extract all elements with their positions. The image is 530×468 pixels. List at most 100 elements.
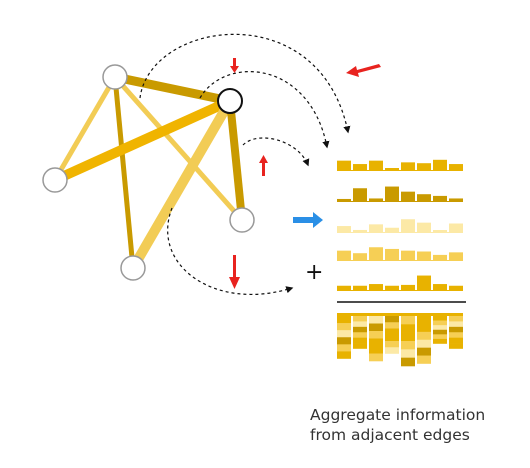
feature-row-edge-c <box>337 219 463 233</box>
aggregate-segment <box>417 339 431 348</box>
aggregate-column <box>353 316 367 349</box>
node-left <box>42 167 68 193</box>
red-arrow-top <box>230 58 239 73</box>
aggregate-column <box>337 316 351 359</box>
feature-row-edge-e <box>337 275 463 291</box>
aggregate-segment <box>417 331 431 341</box>
node-center-focus <box>217 88 243 114</box>
aggregate-segment <box>401 324 415 333</box>
aggregate-column <box>369 316 383 362</box>
feature-row-edge-b <box>337 186 463 202</box>
feature-bar <box>369 224 383 232</box>
caption-line-1: Aggregate information <box>310 406 486 424</box>
aggregate-segment <box>385 334 399 342</box>
aggregate-segment <box>449 332 463 338</box>
arc-from-top-left-edge <box>139 33 351 134</box>
edge-top-left-to-center <box>114 72 231 106</box>
aggregate-column <box>385 316 399 354</box>
feature-bar <box>337 226 351 232</box>
feature-bar <box>433 254 447 260</box>
aggregate-segment <box>401 316 415 325</box>
red-arrow-lower <box>229 255 240 289</box>
feature-bar <box>449 164 463 170</box>
arc-from-right-edge <box>242 137 310 167</box>
feature-bar <box>433 230 447 232</box>
red-arrow-upper-right <box>346 64 381 77</box>
feature-bar <box>417 251 431 260</box>
aggregate-segment <box>401 341 415 350</box>
aggregate-segment <box>369 323 383 332</box>
feature-bar <box>417 275 431 290</box>
node-top-left <box>102 64 128 90</box>
aggregate-segment <box>337 337 351 345</box>
feature-bar <box>417 222 431 232</box>
feature-bar <box>337 160 351 170</box>
feature-bar <box>337 285 351 290</box>
aggregate-segment <box>353 321 367 328</box>
aggregate-segment <box>433 338 447 344</box>
aggregate-segment <box>449 321 463 328</box>
feature-bar <box>385 186 399 201</box>
feature-bar <box>337 250 351 260</box>
aggregate-segment <box>433 316 447 321</box>
edge-center-to-right <box>226 100 246 221</box>
aggregate-segment <box>449 343 463 349</box>
aggregate-segment <box>417 323 431 333</box>
node-right <box>229 207 255 233</box>
feature-bar <box>385 168 399 170</box>
feature-bar <box>369 284 383 290</box>
aggregate-segment <box>353 332 367 338</box>
aggregate-segment <box>401 357 415 367</box>
aggregate-segment <box>369 346 383 354</box>
aggregate-top-band <box>337 313 463 316</box>
feature-bar <box>385 285 399 290</box>
feature-bar <box>369 198 383 201</box>
aggregate-segment <box>401 332 415 342</box>
feature-bar <box>401 191 415 201</box>
feature-bar <box>401 284 415 290</box>
aggregate-segment <box>369 316 383 324</box>
graph-nodes <box>42 64 255 281</box>
edge-top-left-to-left <box>52 75 118 182</box>
message-arcs <box>139 33 351 295</box>
aggregate-segment <box>337 316 351 324</box>
red-arrow-middle <box>259 155 268 176</box>
aggregate-column <box>433 316 447 344</box>
caption-line-2: from adjacent edges <box>310 426 470 444</box>
aggregate-segment <box>337 344 351 352</box>
aggregate-segment <box>449 316 463 322</box>
feature-bar <box>385 227 399 232</box>
feature-bar <box>449 223 463 232</box>
caption: Aggregate information from adjacent edge… <box>310 405 525 445</box>
edge-left-to-center <box>52 96 233 185</box>
feature-bar <box>401 250 415 260</box>
aggregate-segment <box>385 322 399 329</box>
feature-bar <box>353 253 367 260</box>
aggregate-segment <box>369 331 383 339</box>
aggregate-segment <box>417 316 431 325</box>
aggregate-column <box>417 316 431 364</box>
feature-bar <box>417 194 431 201</box>
aggregated-feature-stack <box>337 313 463 367</box>
aggregate-segment <box>337 330 351 338</box>
feature-bar <box>433 284 447 290</box>
feature-bar <box>369 160 383 170</box>
feature-bar <box>449 252 463 260</box>
aggregate-column <box>449 316 463 349</box>
aggregate-segment <box>337 351 351 359</box>
aggregate-segment <box>401 349 415 358</box>
aggregate-segment <box>417 347 431 356</box>
feature-bar <box>353 285 367 290</box>
edge-top-left-to-right <box>113 75 244 222</box>
aggregate-segment <box>433 329 447 335</box>
aggregate-segment <box>433 325 447 331</box>
aggregate-segment <box>369 338 383 347</box>
aggregate-segment <box>385 328 399 336</box>
aggregate-segment <box>353 343 367 349</box>
plus-operator: + <box>305 260 324 285</box>
aggregate-segment <box>449 326 463 333</box>
feature-row-edge-d <box>337 247 463 261</box>
aggregate-segment <box>385 341 399 348</box>
graph-edges <box>52 72 246 271</box>
feature-bar <box>417 163 431 170</box>
